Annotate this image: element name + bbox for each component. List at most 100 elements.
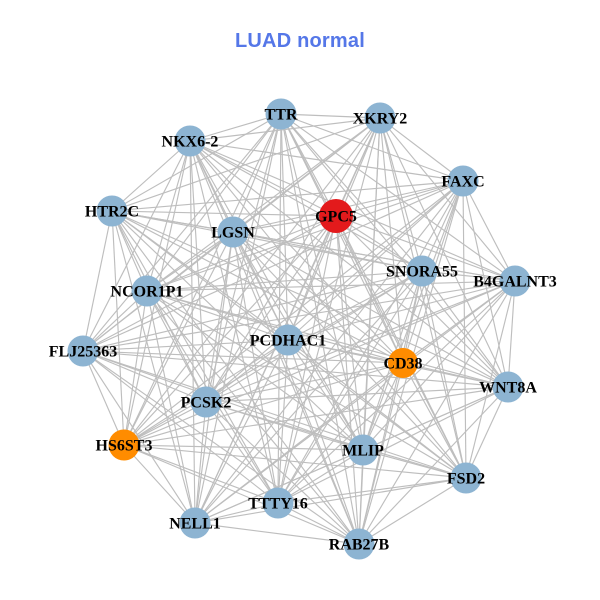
node-NELL1 xyxy=(179,507,211,539)
edge-PCDHAC1-NELL1 xyxy=(194,339,289,524)
edge-B4GALNT3-HS6ST3 xyxy=(123,280,516,446)
node-FLJ25363 xyxy=(67,335,99,367)
node-label-TTTY16: TTTY16 xyxy=(248,496,308,513)
node-label-HS6ST3: HS6ST3 xyxy=(96,438,153,455)
edge-layer xyxy=(82,113,516,545)
edge-PCDHAC1-MLIP xyxy=(287,339,364,451)
node-label-NKX6-2: NKX6-2 xyxy=(162,134,219,151)
edge-LGSN-SNORA55 xyxy=(232,231,423,272)
node-HS6ST3 xyxy=(108,429,140,461)
edge-TTR-FLJ25363 xyxy=(82,113,282,352)
edge-GPC5-NELL1 xyxy=(194,215,337,524)
node-label-XKRY2: XKRY2 xyxy=(353,111,408,128)
edge-LGSN-CD38 xyxy=(232,231,404,364)
edge-GPC5-FSD2 xyxy=(335,215,467,479)
node-FSD2 xyxy=(450,462,482,494)
edge-NKX6-2-CD38 xyxy=(189,140,404,364)
edge-TTR-NELL1 xyxy=(194,113,282,524)
node-label-LGSN: LGSN xyxy=(211,225,255,242)
edge-MLIP-RAB27B xyxy=(358,449,364,545)
node-layer xyxy=(67,98,531,560)
edge-LGSN-WNT8A xyxy=(232,231,509,388)
edge-FAXC-SNORA55 xyxy=(421,180,464,272)
figure-title: LUAD normal xyxy=(235,30,365,52)
edge-LGSN-B4GALNT3 xyxy=(232,231,516,282)
edge-FSD2-TTTY16 xyxy=(277,477,467,504)
node-label-HTR2C: HTR2C xyxy=(85,204,139,221)
edge-NKX6-2-NELL1 xyxy=(189,140,196,524)
edge-NCOR1P1-FSD2 xyxy=(146,290,467,479)
edge-CD38-FSD2 xyxy=(402,362,467,479)
edge-LGSN-NCOR1P1 xyxy=(146,231,234,292)
edge-CD38-NELL1 xyxy=(194,362,404,524)
edge-XKRY2-NKX6-2 xyxy=(189,117,381,142)
edge-PCDHAC1-PCSK2 xyxy=(205,339,289,403)
edge-CD38-WNT8A xyxy=(402,362,509,388)
edge-HS6ST3-TTTY16 xyxy=(123,444,279,504)
edge-TTR-SNORA55 xyxy=(280,113,423,272)
edge-TTR-LGSN xyxy=(232,113,282,233)
edge-TTR-B4GALNT3 xyxy=(280,113,516,282)
edge-SNORA55-PCDHAC1 xyxy=(287,270,423,341)
edge-CD38-PCSK2 xyxy=(205,362,404,403)
edge-CD38-HS6ST3 xyxy=(123,362,404,446)
edge-FAXC-HS6ST3 xyxy=(123,180,464,446)
node-LGSN xyxy=(217,216,249,248)
edge-XKRY2-NCOR1P1 xyxy=(146,117,381,292)
edge-LGSN-FSD2 xyxy=(232,231,467,479)
edge-B4GALNT3-PCDHAC1 xyxy=(287,280,516,341)
edge-NCOR1P1-MLIP xyxy=(146,290,364,451)
edge-FAXC-GPC5 xyxy=(335,180,464,217)
edge-GPC5-LGSN xyxy=(232,215,337,233)
edge-FSD2-NELL1 xyxy=(194,477,467,524)
edge-PCSK2-FSD2 xyxy=(205,401,467,479)
edge-HS6ST3-NELL1 xyxy=(123,444,196,524)
edge-B4GALNT3-FLJ25363 xyxy=(82,280,516,352)
edge-FLJ25363-TTTY16 xyxy=(82,350,279,504)
edge-HTR2C-WNT8A xyxy=(111,210,509,388)
edge-GPC5-WNT8A xyxy=(335,215,509,388)
edge-NELL1-RAB27B xyxy=(194,522,360,545)
edge-MLIP-NELL1 xyxy=(194,449,364,524)
node-NKX6-2 xyxy=(174,125,206,157)
node-label-GPC5: GPC5 xyxy=(315,209,357,226)
edge-FLJ25363-MLIP xyxy=(82,350,364,451)
node-label-FLJ25363: FLJ25363 xyxy=(49,344,117,361)
edge-LGSN-HS6ST3 xyxy=(123,231,234,446)
edge-FAXC-NELL1 xyxy=(194,180,464,524)
edge-GPC5-CD38 xyxy=(335,215,404,364)
edge-TTR-HTR2C xyxy=(111,113,282,212)
edge-FSD2-RAB27B xyxy=(358,477,467,545)
node-label-CD38: CD38 xyxy=(383,356,422,373)
node-TTR xyxy=(265,98,297,130)
node-GPC5 xyxy=(319,199,353,233)
edge-FLJ25363-HS6ST3 xyxy=(82,350,125,446)
edge-XKRY2-B4GALNT3 xyxy=(379,117,516,282)
edge-FAXC-FSD2 xyxy=(462,180,467,479)
node-label-PCDHAC1: PCDHAC1 xyxy=(250,333,326,350)
edge-NKX6-2-MLIP xyxy=(189,140,364,451)
edge-XKRY2-WNT8A xyxy=(379,117,509,388)
edge-TTR-NKX6-2 xyxy=(189,113,282,142)
edge-FLJ25363-CD38 xyxy=(82,350,404,364)
edge-NCOR1P1-NELL1 xyxy=(146,290,196,524)
edge-LGSN-RAB27B xyxy=(232,231,360,545)
edge-PCDHAC1-RAB27B xyxy=(287,339,360,545)
edge-B4GALNT3-NCOR1P1 xyxy=(146,280,516,292)
edge-LGSN-PCDHAC1 xyxy=(232,231,289,341)
edge-FLJ25363-PCSK2 xyxy=(82,350,207,403)
edge-HTR2C-RAB27B xyxy=(111,210,360,545)
node-label-PCSK2: PCSK2 xyxy=(181,395,232,412)
edge-NKX6-2-WNT8A xyxy=(189,140,509,388)
node-label-MLIP: MLIP xyxy=(342,443,384,460)
edge-HTR2C-GPC5 xyxy=(111,210,337,217)
node-label-NCOR1P1: NCOR1P1 xyxy=(111,284,184,301)
edge-XKRY2-FAXC xyxy=(379,117,464,182)
node-MLIP xyxy=(347,434,379,466)
edge-CD38-MLIP xyxy=(362,362,404,451)
edge-MLIP-TTTY16 xyxy=(277,449,364,504)
edge-XKRY2-HS6ST3 xyxy=(123,117,381,446)
edge-HTR2C-MLIP xyxy=(111,210,364,451)
edge-HS6ST3-MLIP xyxy=(123,444,364,451)
